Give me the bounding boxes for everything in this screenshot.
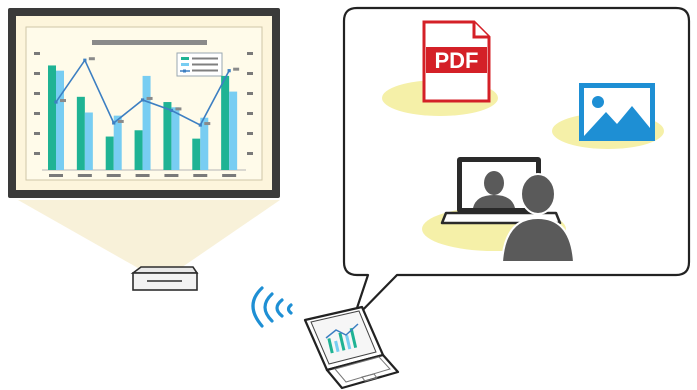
chart-bar — [76, 96, 85, 170]
chart-line-point — [198, 123, 202, 127]
chart-data-label — [175, 107, 182, 111]
remote-person-icon — [473, 171, 515, 208]
chart-data-label — [60, 99, 66, 103]
chart-bar — [200, 117, 209, 170]
laptop-icon — [303, 305, 400, 390]
video-conference-icon — [440, 157, 576, 263]
chart-bar — [229, 91, 238, 170]
chart-bar — [171, 107, 180, 170]
chart-title-bar — [92, 40, 207, 45]
chart-data-label — [233, 67, 240, 71]
chart-y-ticks — [34, 52, 253, 155]
chart-data-label — [117, 119, 124, 123]
chart-bar — [142, 75, 151, 170]
image-file-icon — [579, 83, 655, 141]
chart-bar — [221, 75, 230, 170]
chart-bar — [113, 115, 122, 170]
chart-line-point — [169, 108, 174, 113]
chart-x-tick — [77, 174, 92, 177]
chart-line-point — [227, 69, 231, 73]
laptop-screen-chart — [325, 323, 359, 354]
projector-icon — [130, 266, 199, 291]
chart-bar — [84, 112, 93, 170]
chart-bar — [192, 138, 201, 170]
chart-x-ticks — [49, 174, 237, 177]
chart-x-tick — [193, 174, 208, 177]
chart-x-tick — [49, 174, 63, 177]
chart-bar — [134, 130, 143, 170]
local-person-icon — [500, 173, 576, 263]
chart-bar — [56, 70, 64, 170]
chart-line-point — [112, 121, 116, 125]
chart-x-tick — [106, 174, 121, 177]
wireless-signal-icon — [251, 286, 293, 328]
projection-light — [18, 200, 280, 272]
pdf-file-icon: PDF — [422, 20, 491, 103]
chart-line-point — [83, 58, 87, 62]
chart-data-label — [146, 96, 153, 100]
chart-bar — [105, 136, 114, 170]
chart-line-point — [140, 98, 145, 102]
chart-bar — [163, 102, 172, 170]
chart-line-point — [54, 100, 58, 104]
chart-data-label — [88, 57, 95, 61]
chart-bars — [48, 65, 238, 170]
chart-bar — [48, 65, 56, 170]
chart-x-tick — [135, 174, 150, 177]
chart-x-tick — [222, 174, 237, 177]
chart-x-tick — [164, 174, 179, 177]
chart-legend — [176, 52, 223, 77]
pdf-label: PDF — [435, 48, 479, 73]
chart-data-label — [204, 122, 211, 126]
chart-line-points — [54, 57, 240, 127]
